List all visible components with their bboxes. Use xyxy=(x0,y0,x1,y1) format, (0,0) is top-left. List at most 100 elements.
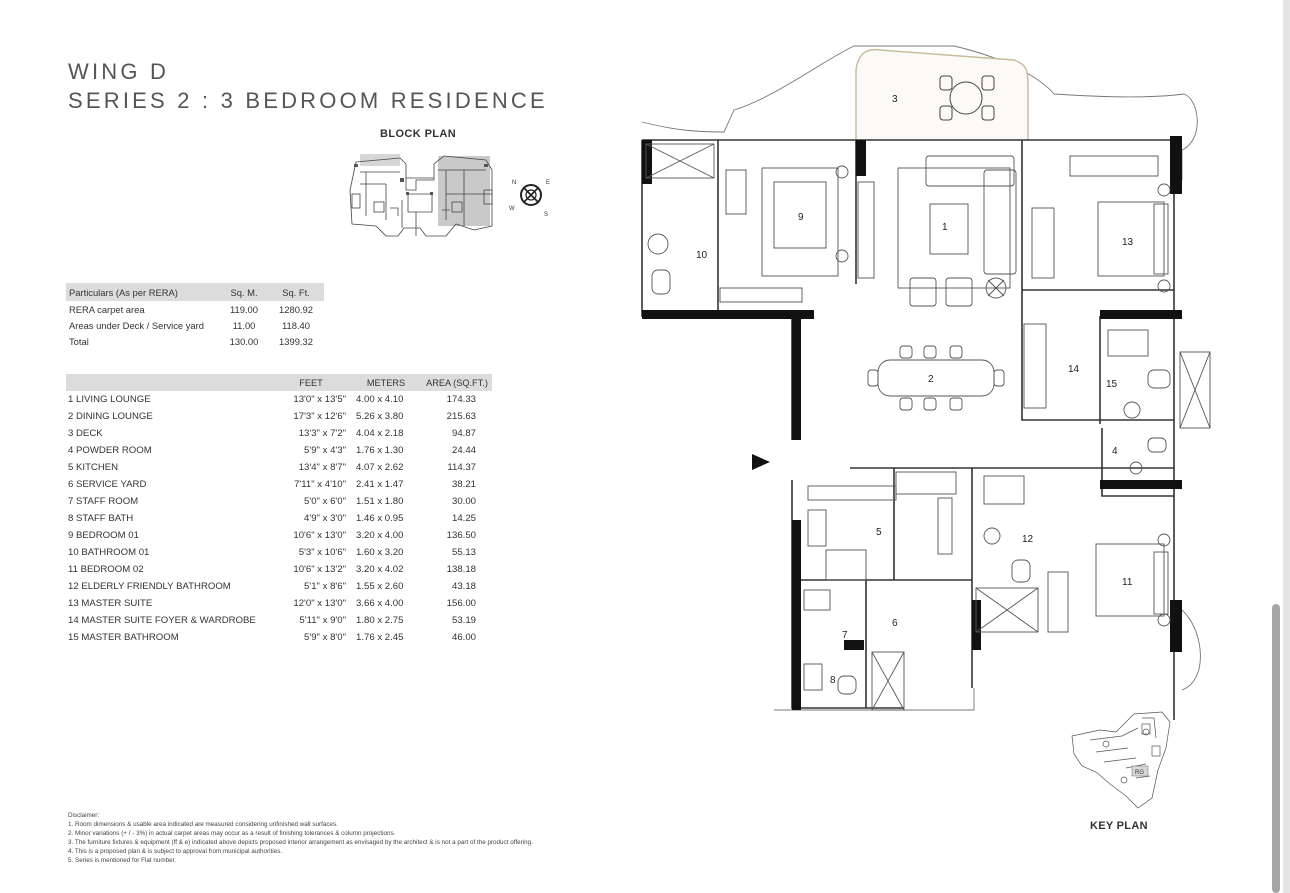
room-name: 2 DINING LOUNGE xyxy=(68,411,153,422)
series-title: SERIES 2 : 3 BEDROOM RESIDENCE xyxy=(68,88,548,113)
room-name: 8 STAFF BATH xyxy=(68,513,134,524)
room-meters: 1.60 x 3.20 xyxy=(356,547,404,558)
room-feet: 17'3" x 12'6" xyxy=(293,411,346,422)
particular: Areas under Deck / Service yard xyxy=(69,319,204,331)
room-name: 3 DECK xyxy=(68,428,103,439)
room-feet: 5'3" x 10'6" xyxy=(298,547,346,558)
disclaimer-line: 1. Room dimensions & usable area indicat… xyxy=(68,820,338,828)
room-feet: 13'4" x 8'7" xyxy=(298,462,346,473)
disclaimer-line: 4. This is a proposed plan & is subject … xyxy=(68,847,283,855)
sq-m-value: 130.00 xyxy=(229,335,259,347)
room-area: 114.37 xyxy=(447,462,476,473)
room-number-9: 9 xyxy=(798,212,804,223)
room-feet: 13'3" x 7'2" xyxy=(298,428,346,439)
key-plan-marker: RG xyxy=(1135,770,1144,776)
room-area: 136.50 xyxy=(446,530,476,541)
room-number-12: 12 xyxy=(1022,534,1034,545)
room-feet: 13'0" x 13'5" xyxy=(293,394,346,405)
room-meters: 1.55 x 2.60 xyxy=(356,581,404,592)
room-name: 15 MASTER BATHROOM xyxy=(68,632,179,643)
room-number-10: 10 xyxy=(696,250,708,261)
compass-icon: N E S W xyxy=(509,180,550,218)
room-meters: 1.76 x 1.30 xyxy=(356,445,404,456)
table-row: 14 MASTER SUITE FOYER & WARDROBE 5'11" x … xyxy=(66,612,492,629)
room-feet: 5'9" x 8'0" xyxy=(304,632,346,643)
disclaimer-line: 2. Minor variations (+ / - 3%) in actual… xyxy=(68,829,396,837)
room-feet: 10'6" x 13'0" xyxy=(293,530,346,541)
room-name: 5 KITCHEN xyxy=(68,462,119,473)
room-meters: 1.76 x 2.45 xyxy=(356,632,404,643)
room-meters: 4.00 x 4.10 xyxy=(356,394,404,405)
room-meters: 1.46 x 0.95 xyxy=(356,513,404,524)
room-number-4: 4 xyxy=(1112,446,1118,457)
room-number-15: 15 xyxy=(1106,379,1118,390)
particular: RERA carpet area xyxy=(69,303,145,315)
room-area: 174.33 xyxy=(446,394,476,405)
room-area: 43.18 xyxy=(451,581,476,592)
room-number-5: 5 xyxy=(876,527,882,538)
room-meters: 1.80 x 2.75 xyxy=(356,615,404,626)
room-number-13: 13 xyxy=(1122,237,1134,248)
table-row: 5 KITCHEN 13'4" x 8'7" 4.07 x 2.62 114.37 xyxy=(66,459,492,476)
block-plan-drawing xyxy=(349,154,493,237)
sq-m-value: 11.00 xyxy=(232,319,256,331)
room-feet: 10'6" x 13'2" xyxy=(293,564,346,575)
compass-e-label: E xyxy=(546,180,550,186)
room-area: 30.00 xyxy=(451,496,476,507)
table-header: Particulars (As per RERA) Sq. M. Sq. Ft. xyxy=(66,283,324,301)
table-row: 1 LIVING LOUNGE 13'0" x 13'5" 4.00 x 4.10 1… xyxy=(66,391,492,408)
room-name: 11 BEDROOM 02 xyxy=(68,564,144,575)
room-meters: 2.41 x 1.47 xyxy=(356,479,404,490)
room-number-1: 1 xyxy=(942,222,948,233)
room-area: 55.13 xyxy=(451,547,476,558)
room-meters: 3.66 x 4.00 xyxy=(356,598,404,609)
scrollbar-thumb[interactable] xyxy=(1272,604,1280,893)
room-number-6: 6 xyxy=(892,618,898,629)
room-feet: 5'0" x 6'0" xyxy=(304,496,346,507)
room-feet: 5'11" x 9'0" xyxy=(299,615,346,626)
room-meters: 3.20 x 4.02 xyxy=(356,564,404,575)
disclaimer-line: 5. Series is mentioned for Flat number. xyxy=(68,856,177,864)
room-dimensions-table: FEET METERS AREA (SQ.FT.) 1 LIVING LOUNG… xyxy=(66,374,492,646)
header-sq-ft: Sq. Ft. xyxy=(282,286,310,298)
sq-ft-value: 1280.92 xyxy=(279,303,313,315)
room-name: 1 LIVING LOUNGE xyxy=(68,394,151,405)
room-number-8: 8 xyxy=(830,675,836,686)
header-sq-m: Sq. M. xyxy=(230,286,258,298)
particular: Total xyxy=(69,335,89,347)
room-number-7: 7 xyxy=(842,630,848,641)
room-area: 94.87 xyxy=(451,428,476,439)
room-meters: 4.07 x 2.62 xyxy=(356,462,404,473)
room-feet: 12'0" x 13'0" xyxy=(293,598,346,609)
room-feet: 5'9" x 4'3" xyxy=(304,445,346,456)
room-area: 215.63 xyxy=(446,411,476,422)
scrollbar-track[interactable] xyxy=(1283,0,1290,893)
header-area: AREA (SQ.FT.) xyxy=(426,377,488,388)
disclaimer-title: Disclaimer: xyxy=(68,812,100,819)
key-plan-drawing: RG xyxy=(1071,711,1171,809)
room-feet: 4'9" x 3'0" xyxy=(304,513,346,524)
room-area: 53.19 xyxy=(451,615,476,626)
disclaimer-line: 3. The furniture fixtures & equipment (f… xyxy=(68,838,533,846)
room-area: 46.00 xyxy=(451,632,476,643)
block-plan-label: BLOCK PLAN xyxy=(380,128,457,140)
table-row: Total 130.00 1399.32 xyxy=(66,333,324,349)
room-name: 14 MASTER SUITE FOYER & WARDROBE xyxy=(68,615,256,626)
sq-ft-value: 118.40 xyxy=(282,319,310,331)
room-feet: 7'11" x 4'10" xyxy=(294,479,346,490)
room-number-3: 3 xyxy=(892,94,898,105)
room-name: 7 STAFF ROOM xyxy=(68,496,139,507)
header-feet: FEET xyxy=(299,377,323,388)
room-name: 4 POWDER ROOM xyxy=(68,445,152,456)
room-number-2: 2 xyxy=(928,374,934,385)
